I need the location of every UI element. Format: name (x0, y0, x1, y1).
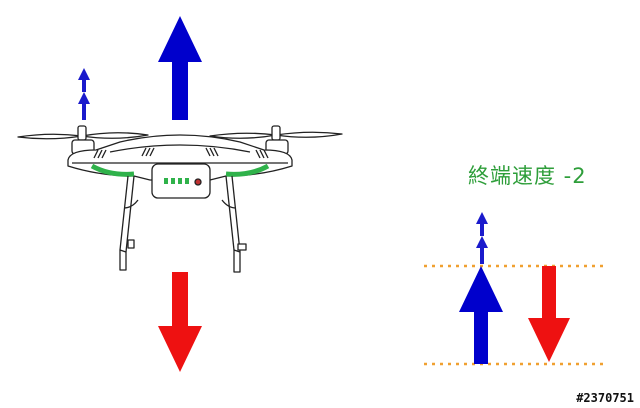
gravity-arrow-right (528, 266, 570, 362)
landing-gear-right (221, 175, 247, 273)
power-button-icon (194, 178, 202, 186)
vent-center-right (205, 147, 219, 157)
vent-left (93, 149, 107, 159)
terminal-velocity-caption: 終端速度 -2 (468, 164, 587, 188)
propeller-right (209, 125, 343, 141)
small-double-arrow-left (78, 68, 90, 120)
small-double-arrow-right (476, 212, 488, 264)
gravity-arrow-large (158, 272, 202, 372)
led-strip-left (90, 163, 135, 177)
vent-right (255, 149, 269, 159)
vent-center-left (141, 147, 155, 157)
landing-gear-left (119, 175, 139, 271)
drone-illustration (17, 125, 343, 273)
thrust-arrow-large (158, 16, 202, 120)
thrust-arrow-right (459, 266, 503, 364)
led-strip-right (225, 163, 270, 177)
watermark-id: #2370751 (576, 391, 634, 405)
propeller-left (17, 125, 149, 141)
